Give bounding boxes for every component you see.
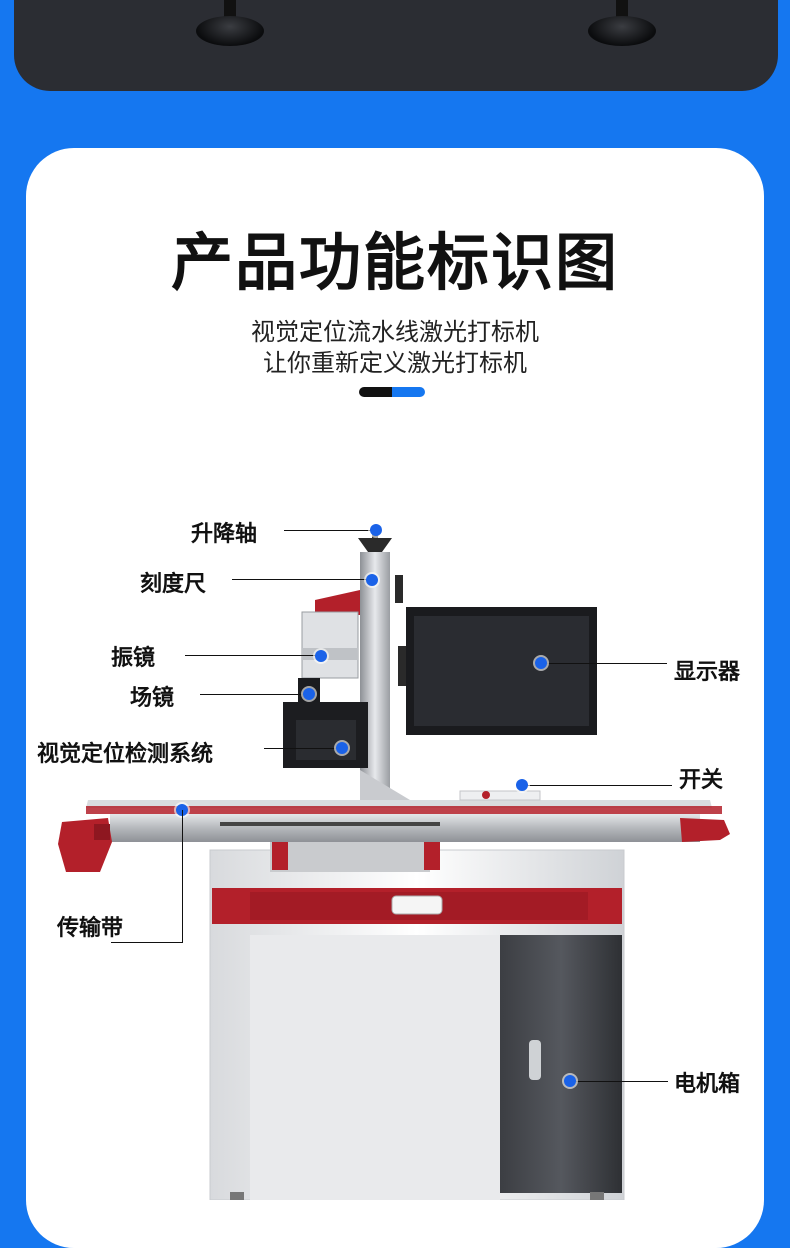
label-lift-axis: 升降轴 [191,522,258,547]
leader-line-vision-system [264,748,342,749]
leveling-foot-right [588,0,656,48]
leader-line-conveyor [111,942,183,943]
label-motor-box: 电机箱 [674,1072,741,1097]
label-scale-ruler: 刻度尺 [140,572,207,597]
leader-line-field-lens [200,694,309,695]
marker-display [535,657,547,669]
label-field-lens: 场镜 [130,686,175,711]
label-vision-system: 视觉定位检测系统 [37,742,214,767]
leader-line-scale-ruler [232,579,372,580]
marker-galvo [315,650,327,662]
leader-line-lift-axis [284,530,376,531]
laser-marking-machine-illustration [58,528,730,1200]
leader-line-motor-box [570,1081,668,1082]
marker-vision-system [336,742,348,754]
title-divider [359,387,425,397]
marker-motor-box [564,1075,576,1087]
label-conveyor: 传输带 [57,916,124,941]
marker-scale-ruler [366,574,378,586]
leader-line-switch [522,785,672,786]
page-title: 产品功能标识图 [170,226,619,299]
top-product-panel [14,0,778,91]
marker-field-lens [303,688,315,700]
subtitle-line-1: 视觉定位流水线激光打标机 [251,318,539,346]
leveling-foot-left [196,0,264,48]
leader-line-display [541,663,667,664]
label-galvo: 振镜 [111,646,156,671]
label-switch: 开关 [679,768,724,793]
leader-line-galvo [185,655,321,656]
marker-lift-axis [370,524,382,536]
marker-switch [516,779,528,791]
label-display: 显示器 [674,660,741,685]
subtitle-line-2: 让你重新定义激光打标机 [263,349,527,377]
leader-line-conveyor-vertical [182,810,183,942]
